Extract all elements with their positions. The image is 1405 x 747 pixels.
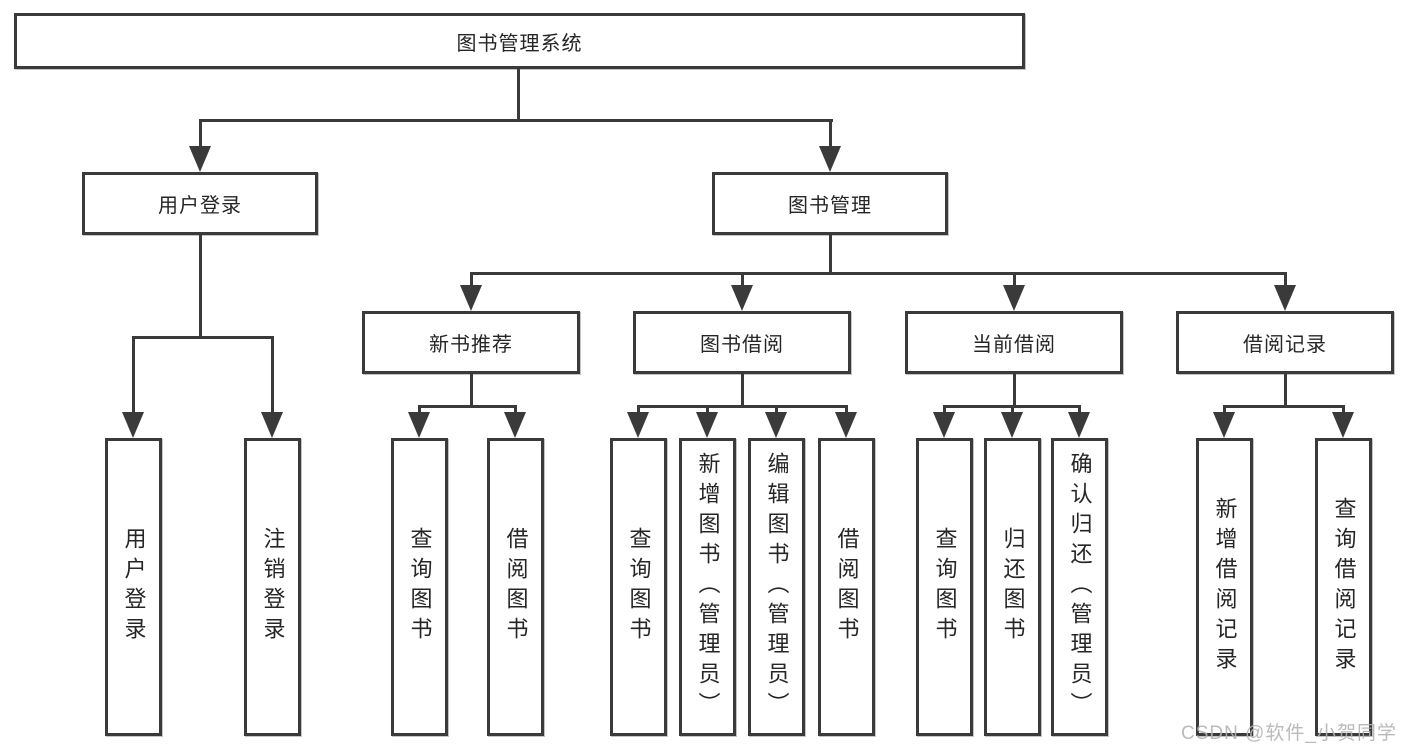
connector-line xyxy=(1223,405,1226,417)
node-label: 编辑图书（管理员） xyxy=(764,452,790,722)
leaf-borrow-books-borrow: 借阅图书 xyxy=(818,438,875,736)
node-root-book-management-system: 图书管理系统 xyxy=(14,13,1025,69)
connector-line xyxy=(637,405,848,408)
leaf-confirm-return-admin: 确认归还（管理员） xyxy=(1051,438,1108,736)
leaf-user-login: 用户登录 xyxy=(105,438,162,736)
leaf-query-books-recommend: 查询图书 xyxy=(391,438,448,736)
node-label: 当前借阅 xyxy=(972,334,1056,356)
connector-line xyxy=(637,405,640,417)
connector-line xyxy=(1013,272,1016,288)
node-label: 注销登录 xyxy=(260,527,286,647)
node-current-borrow: 当前借阅 xyxy=(905,311,1123,374)
arrowhead-down-icon xyxy=(1332,412,1354,438)
connector-line xyxy=(829,235,832,274)
node-book-borrow: 图书借阅 xyxy=(633,311,851,374)
node-label: 确认归还（管理员） xyxy=(1067,452,1093,722)
arrowhead-down-icon xyxy=(1274,285,1296,311)
arrowhead-down-icon xyxy=(189,146,211,172)
connector-line xyxy=(132,336,135,418)
node-borrow-records: 借阅记录 xyxy=(1176,311,1394,374)
arrowhead-down-icon xyxy=(1213,412,1235,438)
node-label: 借阅记录 xyxy=(1243,334,1327,356)
connector-line xyxy=(1011,405,1014,417)
node-label: 查询图书 xyxy=(932,527,958,647)
connector-line xyxy=(1223,405,1345,408)
arrowhead-down-icon xyxy=(835,412,857,438)
leaf-query-borrow-record: 查询借阅记录 xyxy=(1315,438,1372,736)
leaf-add-book-admin: 新增图书（管理员） xyxy=(679,438,736,736)
arrowhead-down-icon xyxy=(1003,285,1025,311)
leaf-add-borrow-record: 新增借阅记录 xyxy=(1196,438,1253,736)
node-label: 查询借阅记录 xyxy=(1331,497,1357,677)
node-label: 归还图书 xyxy=(1000,527,1026,647)
node-new-book-recommend: 新书推荐 xyxy=(362,311,580,374)
connector-line xyxy=(418,405,517,408)
node-label: 查询图书 xyxy=(626,527,652,647)
connector-line xyxy=(199,235,202,338)
connector-line xyxy=(741,272,744,288)
node-label: 新书推荐 xyxy=(429,334,513,356)
connector-line xyxy=(706,405,709,417)
leaf-query-books-current: 查询图书 xyxy=(916,438,973,736)
node-label: 用户登录 xyxy=(121,527,147,647)
connector-line xyxy=(470,374,473,408)
connector-line xyxy=(199,119,833,122)
connector-line xyxy=(1013,374,1016,408)
node-label: 新增借阅记录 xyxy=(1212,497,1238,677)
connector-line xyxy=(514,405,517,417)
arrowhead-down-icon xyxy=(696,412,718,438)
connector-line xyxy=(845,405,848,417)
connector-line xyxy=(1284,272,1287,288)
csdn-watermark: CSDN @软件_小贺同学 xyxy=(1181,723,1397,744)
connector-line xyxy=(132,336,274,339)
connector-line xyxy=(470,272,473,288)
arrowhead-down-icon xyxy=(765,412,787,438)
leaf-logout: 注销登录 xyxy=(244,438,301,736)
leaf-query-books-borrow: 查询图书 xyxy=(610,438,667,736)
connector-line xyxy=(1284,374,1287,408)
connector-line xyxy=(829,119,832,151)
connector-line xyxy=(517,69,520,122)
node-label: 图书管理 xyxy=(788,195,872,217)
arrowhead-down-icon xyxy=(933,412,955,438)
connector-line xyxy=(271,336,274,418)
node-label: 图书管理系统 xyxy=(456,32,583,55)
node-label: 借阅图书 xyxy=(503,527,529,647)
connector-line xyxy=(418,405,421,417)
node-book-management: 图书管理 xyxy=(712,172,948,235)
connector-line xyxy=(1078,405,1081,417)
node-label: 用户登录 xyxy=(158,195,242,217)
arrowhead-down-icon xyxy=(1001,412,1023,438)
connector-line xyxy=(1342,405,1345,417)
connector-line xyxy=(775,405,778,417)
arrowhead-down-icon xyxy=(819,146,841,172)
arrowhead-down-icon xyxy=(627,412,649,438)
arrowhead-down-icon xyxy=(504,412,526,438)
leaf-edit-book-admin: 编辑图书（管理员） xyxy=(748,438,805,736)
node-user-login: 用户登录 xyxy=(82,172,318,235)
leaf-borrow-books-recommend: 借阅图书 xyxy=(487,438,544,736)
connector-line xyxy=(943,405,946,417)
node-label: 图书借阅 xyxy=(700,334,784,356)
arrowhead-down-icon xyxy=(460,285,482,311)
node-label: 查询图书 xyxy=(407,527,433,647)
arrowhead-down-icon xyxy=(1068,412,1090,438)
arrowhead-down-icon xyxy=(122,412,144,438)
node-label: 借阅图书 xyxy=(834,527,860,647)
connector-line xyxy=(741,374,744,408)
arrowhead-down-icon xyxy=(408,412,430,438)
connector-line xyxy=(199,119,202,151)
connector-line xyxy=(470,272,1287,275)
arrowhead-down-icon xyxy=(731,285,753,311)
arrowhead-down-icon xyxy=(261,412,283,438)
node-label: 新增图书（管理员） xyxy=(695,452,721,722)
leaf-return-book: 归还图书 xyxy=(984,438,1041,736)
